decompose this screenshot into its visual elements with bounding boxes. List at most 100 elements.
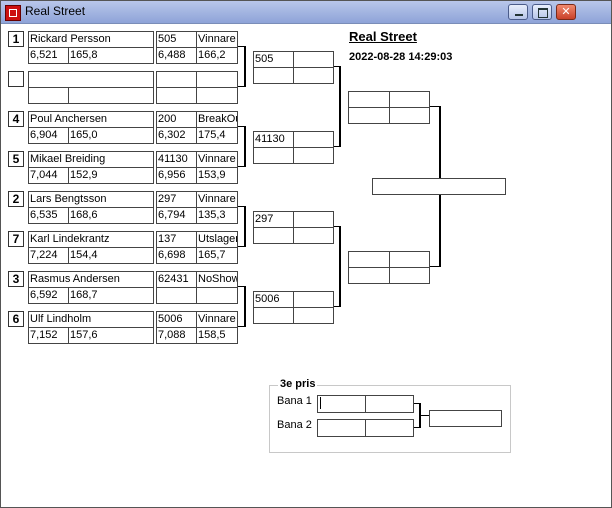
reaction-time-field[interactable]: 6,592 [28,287,69,304]
trap-speed-field[interactable] [293,67,334,84]
reaction-time-field[interactable]: 7,224 [28,247,69,264]
car-number-field[interactable]: 505 [156,31,197,48]
trap-speed-field[interactable]: 165,7 [196,247,238,264]
trap-speed-field[interactable] [293,147,334,164]
lane1-car-field[interactable] [317,395,366,413]
trap-speed-field[interactable] [196,287,238,304]
lane1-time-field[interactable] [365,395,414,413]
trap-speed-field[interactable]: 135,3 [196,207,238,224]
speed-field[interactable]: 165,0 [68,127,154,144]
elapsed-time-field[interactable]: 6,488 [156,47,197,64]
trap-speed-field[interactable]: 175,4 [196,127,238,144]
speed-field[interactable]: 168,7 [68,287,154,304]
trap-speed-field[interactable]: 158,5 [196,327,238,344]
speed-field[interactable]: 157,6 [68,327,154,344]
elapsed-time-field[interactable] [156,87,197,104]
bracket-connector [334,66,340,67]
reaction-time-field[interactable]: 6,521 [28,47,69,64]
car-number-field[interactable]: 41130 [253,131,294,148]
reaction-time-field[interactable] [28,87,69,104]
trap-speed-field[interactable]: 166,2 [196,47,238,64]
car-number-field[interactable]: 5006 [156,311,197,328]
result-status-field[interactable] [389,251,430,268]
driver-name-field[interactable]: Poul Anchersen [28,111,154,128]
bracket-connector [244,126,246,167]
speed-field[interactable]: 165,8 [68,47,154,64]
bracket-connector [334,226,340,227]
elapsed-time-field[interactable] [348,107,390,124]
app-icon[interactable] [5,5,21,21]
elapsed-time-field[interactable] [253,147,294,164]
driver-name-field[interactable]: Mikael Breiding [28,151,154,168]
driver-name-field[interactable]: Ulf Lindholm [28,311,154,328]
bracket-connector [421,415,429,416]
seed-label: 6 [8,311,24,327]
driver-name-field[interactable]: Rasmus Andersen [28,271,154,288]
speed-field[interactable]: 152,9 [68,167,154,184]
title-bar[interactable]: Real Street ✕ [1,1,611,24]
result-status-field[interactable]: Vinnare [196,31,238,48]
car-number-field[interactable]: 62431 [156,271,197,288]
trap-speed-field[interactable]: 153,9 [196,167,238,184]
reaction-time-field[interactable]: 7,044 [28,167,69,184]
elapsed-time-field[interactable]: 6,302 [156,127,197,144]
result-status-field[interactable] [293,291,334,308]
car-number-field[interactable]: 200 [156,111,197,128]
close-button[interactable]: ✕ [556,4,576,20]
result-status-field[interactable]: BreakOut [196,111,238,128]
speed-field[interactable]: 154,4 [68,247,154,264]
elapsed-time-field[interactable] [253,67,294,84]
elapsed-time-field[interactable]: 6,956 [156,167,197,184]
result-status-field[interactable]: Vinnare [196,151,238,168]
driver-name-field[interactable]: Rickard Persson [28,31,154,48]
result-status-field[interactable] [389,91,430,108]
trap-speed-field[interactable] [196,87,238,104]
result-status-field[interactable] [293,131,334,148]
elapsed-time-field[interactable]: 7,088 [156,327,197,344]
reaction-time-field[interactable]: 6,904 [28,127,69,144]
car-number-field[interactable] [348,251,390,268]
driver-name-field[interactable] [28,71,154,88]
elapsed-time-field[interactable]: 6,698 [156,247,197,264]
maximize-button[interactable] [532,4,552,20]
bracket-connector [238,286,244,287]
car-number-field[interactable] [156,71,197,88]
result-status-field[interactable]: NoShow [196,271,238,288]
car-number-field[interactable] [348,91,390,108]
reaction-time-field[interactable]: 7,152 [28,327,69,344]
trap-speed-field[interactable] [293,227,334,244]
event-title: Real Street [349,29,417,44]
bracket-connector [244,206,246,247]
minimize-button[interactable] [508,4,528,20]
result-status-field[interactable]: Vinnare [196,191,238,208]
speed-field[interactable] [68,87,154,104]
elapsed-time-field[interactable] [253,227,294,244]
trap-speed-field[interactable] [389,267,430,284]
driver-name-field[interactable]: Karl Lindekrantz [28,231,154,248]
car-number-field[interactable]: 5006 [253,291,294,308]
reaction-time-field[interactable]: 6,535 [28,207,69,224]
lane2-car-field[interactable] [317,419,366,437]
trap-speed-field[interactable] [389,107,430,124]
car-number-field[interactable]: 297 [253,211,294,228]
result-status-field[interactable]: Utslagen [196,231,238,248]
speed-field[interactable]: 168,6 [68,207,154,224]
elapsed-time-field[interactable] [253,307,294,324]
driver-name-field[interactable]: Lars Bengtsson [28,191,154,208]
car-number-field[interactable]: 41130 [156,151,197,168]
elapsed-time-field[interactable] [348,267,390,284]
elapsed-time-field[interactable]: 6,794 [156,207,197,224]
third-place-winner-field[interactable] [429,410,502,427]
lane2-time-field[interactable] [365,419,414,437]
elapsed-time-field[interactable] [156,287,197,304]
car-number-field[interactable]: 297 [156,191,197,208]
bracket-connector [339,226,341,307]
final-winner-field[interactable] [372,178,506,195]
result-status-field[interactable] [293,51,334,68]
car-number-field[interactable]: 137 [156,231,197,248]
result-status-field[interactable]: Vinnare [196,311,238,328]
trap-speed-field[interactable] [293,307,334,324]
result-status-field[interactable] [293,211,334,228]
car-number-field[interactable]: 505 [253,51,294,68]
result-status-field[interactable] [196,71,238,88]
